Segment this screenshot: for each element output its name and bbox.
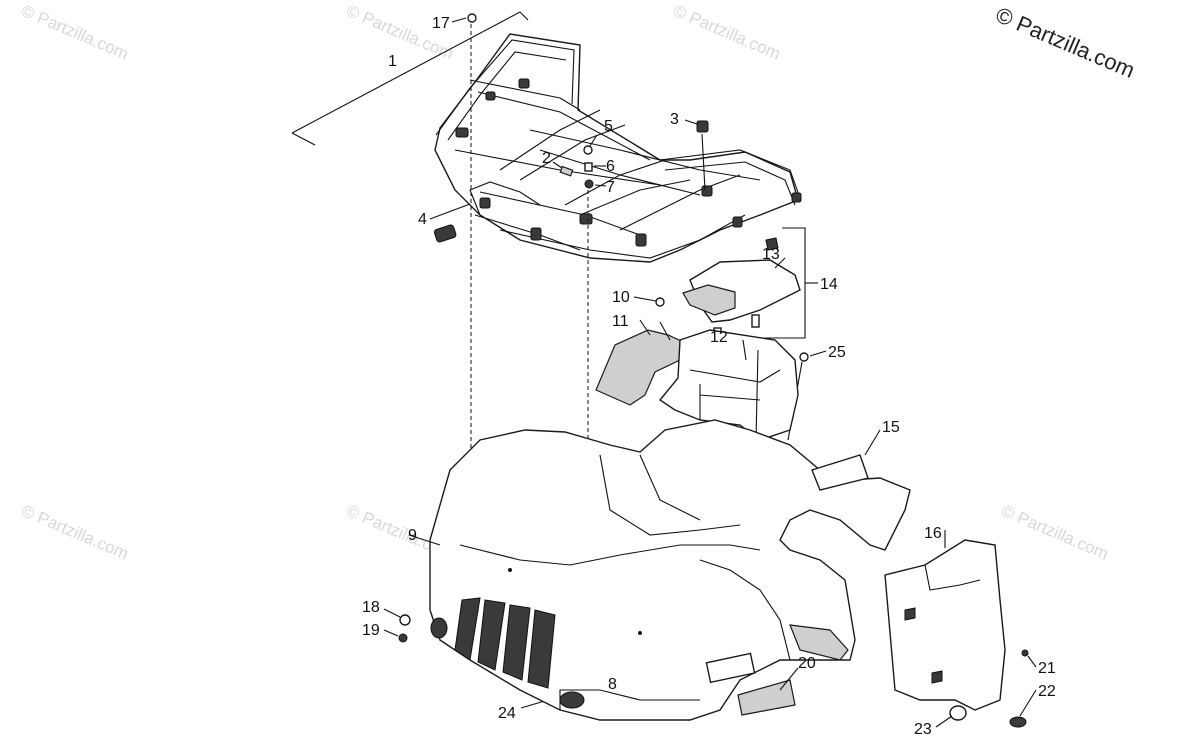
callout-8: 8: [608, 676, 617, 693]
watermark: © Partzilla.com: [18, 501, 131, 563]
callout-18: 18: [362, 599, 380, 616]
callout-19: 19: [362, 622, 380, 639]
callout-12: 12: [710, 329, 728, 346]
callout-6: 6: [606, 158, 615, 175]
watermark: © Partzilla.com: [343, 1, 456, 63]
callout-13: 13: [762, 246, 780, 263]
front-rack: [291, 11, 802, 263]
callout-24: 24: [498, 705, 516, 722]
side-panel: [884, 530, 1006, 711]
callout-9: 9: [408, 527, 417, 544]
callout-20: 20: [798, 655, 816, 672]
callout-4: 4: [418, 211, 427, 228]
callout-7: 7: [606, 179, 615, 196]
callout-17: 17: [432, 15, 450, 32]
watermark: © Partzilla.com: [670, 1, 783, 63]
callout-16: 16: [924, 525, 942, 542]
callout-3: 3: [670, 111, 679, 128]
front-fender: [408, 419, 911, 721]
callout-14: 14: [820, 276, 838, 293]
callout-1: 1: [388, 53, 397, 70]
callout-11: 11: [612, 313, 629, 330]
callout-5: 5: [604, 118, 613, 135]
callout-22: 22: [1038, 683, 1056, 700]
callout-10: 10: [612, 289, 630, 306]
callout-2: 2: [542, 150, 551, 167]
callouts: 1 2 3 4 5 6 7 8 9 10 11 12 13 14 15 16 1…: [362, 15, 1056, 738]
hardware: [383, 13, 1037, 728]
callout-25: 25: [828, 344, 846, 361]
callout-15: 15: [882, 419, 900, 436]
storage-lid-assembly: [682, 227, 818, 341]
callout-21: 21: [1038, 660, 1056, 677]
callout-23: 23: [914, 721, 932, 738]
watermark: © Partzilla.com: [998, 501, 1111, 563]
watermark: © Partzilla.com: [18, 1, 131, 63]
